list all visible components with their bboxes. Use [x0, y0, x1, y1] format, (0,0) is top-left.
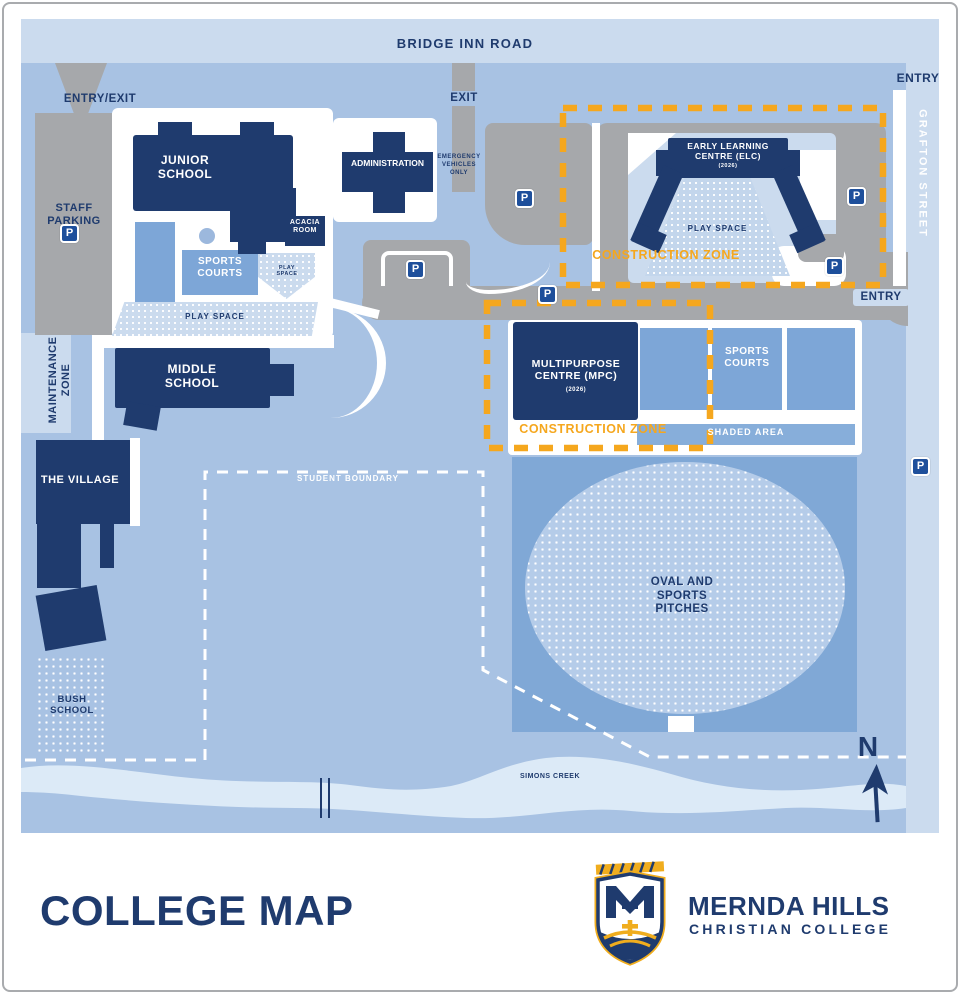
emergency-vehicles-label: EMERGENCY VEHICLES ONLY — [437, 154, 481, 177]
junior-school-stub-3 — [238, 242, 266, 254]
shaded-area-strip — [637, 424, 855, 445]
exit-driveway — [452, 63, 475, 91]
simons-creek-label: SIMONS CREEK — [519, 773, 581, 780]
village-building-2 — [37, 522, 81, 588]
sports-court-a — [640, 328, 708, 410]
entry-exit-label: ENTRY/EXIT — [63, 93, 137, 105]
maintenance-zone-strip — [21, 333, 71, 433]
middle-school-building — [115, 348, 270, 408]
bridge-inn-road — [21, 19, 939, 63]
acacia-room-building — [285, 216, 325, 246]
elc-label: EARLY LEARNING CENTRE (ELC) — [687, 141, 769, 162]
simons-creek-water — [21, 756, 906, 819]
junior-court-small — [135, 222, 175, 303]
exit-label: EXIT — [450, 92, 478, 104]
oval-label: OVAL AND SPORTS PITCHES — [650, 576, 714, 616]
village-building-3 — [100, 522, 114, 568]
sports-court-b — [712, 328, 782, 410]
grafton-street-label: GRAFTON STREET — [916, 109, 929, 238]
village-building-1 — [36, 440, 130, 524]
entry-north-label: ENTRY — [896, 71, 940, 85]
mpc-building — [513, 322, 638, 420]
entry-east-label: ENTRY — [860, 291, 902, 303]
the-village-label: THE VILLAGE — [40, 474, 120, 486]
junior-sports-courts — [182, 250, 258, 295]
grafton-street — [906, 63, 939, 833]
exit-driveway-lower — [452, 106, 475, 192]
junior-sports-courts-label: SPORTS COURTS — [197, 256, 243, 279]
brand-name: MERNDA HILLS — [688, 891, 890, 921]
parking-icon: P — [538, 285, 557, 304]
elc-play-space-label: PLAY SPACE — [687, 224, 748, 233]
parking-lane-curve — [466, 250, 550, 294]
creek-bridge-mark — [328, 778, 330, 818]
path-curve — [325, 308, 386, 418]
college-logo — [594, 861, 666, 966]
parking-lot-east — [485, 123, 593, 245]
bush-school-label: BUSH SCHOOL — [50, 694, 94, 717]
north-arrow-icon — [862, 764, 889, 823]
junior-school-label: JUNIOR SCHOOL — [157, 153, 213, 182]
parking-icon: P — [847, 187, 866, 206]
construction-zone-mpc-label: CONSTRUCTION ZONE — [519, 422, 667, 436]
mpc-label: MULTIPURPOSE CENTRE (MPC) — [531, 358, 621, 383]
maintenance-zone-label: MAINTENANCE ZONE — [47, 336, 72, 424]
junior-school-stub-1 — [158, 122, 192, 136]
entry-east-chip — [853, 289, 909, 306]
oval-notch — [668, 716, 694, 732]
path-below-junior — [104, 335, 334, 348]
brand-subtitle: CHRISTIAN COLLEGE — [689, 921, 892, 937]
staff-parking-label: STAFF PARKING — [47, 202, 101, 227]
north-label: N — [857, 731, 879, 762]
oval-field — [525, 462, 845, 714]
bush-school-area — [36, 656, 108, 754]
play-space-strip-label: PLAY SPACE — [185, 312, 245, 321]
middle-school-nub — [270, 364, 294, 396]
creek-bridge-mark — [320, 778, 322, 818]
construction-zone-mpc-outline — [483, 299, 714, 452]
acacia-room-label: ACACIA ROOM — [289, 219, 321, 235]
path-village-east — [130, 438, 140, 526]
student-boundary-line — [25, 470, 906, 762]
administration-label: ADMINISTRATION — [350, 158, 425, 168]
junior-play-space-strip — [112, 302, 318, 336]
elc-year-label: (2026) — [718, 163, 738, 169]
path-left-vertical — [92, 335, 104, 445]
student-boundary-label: STUDENT BOUNDARY — [297, 474, 399, 483]
parking-icon: P — [825, 257, 844, 276]
path-grafton-gap — [893, 90, 906, 286]
page-title: COLLEGE MAP — [40, 887, 354, 934]
middle-school-label: MIDDLE SCHOOL — [164, 362, 220, 391]
junior-school-stub-2 — [240, 122, 274, 136]
boundary-overlay — [25, 104, 906, 762]
parking-icon: P — [406, 260, 425, 279]
sports-court-c — [787, 328, 855, 410]
construction-zone-elc-outline — [559, 104, 887, 289]
administration-building-h — [342, 152, 433, 192]
shaded-area-label: SHADED AREA — [707, 427, 785, 437]
construction-zone-elc-label: CONSTRUCTION ZONE — [592, 248, 740, 262]
parking-icon: P — [911, 457, 930, 476]
mpc-year-label: (2026) — [565, 387, 587, 393]
path-elc-west-gap — [592, 123, 600, 291]
landscape-circle — [199, 228, 215, 244]
parking-icon: P — [515, 189, 534, 208]
parking-icon: P — [60, 224, 79, 243]
play-space-small-label: PLAY SPACE — [276, 265, 298, 278]
sports-courts-label: SPORTS COURTS — [724, 346, 770, 369]
bridge-inn-road-label: BRIDGE INN ROAD — [396, 36, 534, 51]
